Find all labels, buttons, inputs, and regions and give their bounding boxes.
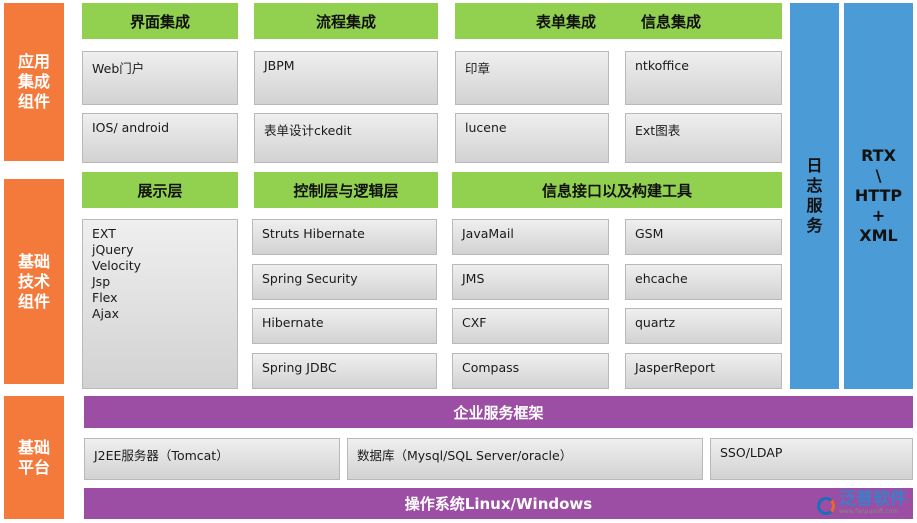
- box-j2ee-server: J2EE服务器（Tomcat）: [84, 438, 340, 480]
- logo-url: www.fanpusoft.com: [839, 508, 899, 515]
- list-item: Flex: [92, 290, 118, 305]
- side-label-app-integration: 应用 集成 组件: [4, 3, 64, 161]
- bar-operating-system: 操作系统Linux/Windows: [84, 488, 913, 519]
- box-ntkoffice: ntkoffice: [625, 51, 782, 105]
- list-item: Ajax: [92, 306, 120, 321]
- box-spring-security: Spring Security: [252, 264, 437, 300]
- box-ios-android: IOS/ android: [82, 113, 238, 163]
- box-ehcache: ehcache: [625, 264, 782, 300]
- box-form-designer: 表单设计ckedit: [254, 113, 438, 163]
- box-cxf: CXF: [452, 308, 609, 344]
- box-struts-hibernate: Struts Hibernate: [252, 219, 437, 255]
- box-sso-ldap: SSO/LDAP: [710, 438, 913, 480]
- box-database: 数据库（Mysql/SQL Server/oracle）: [347, 438, 703, 480]
- list-item: EXT: [92, 226, 116, 241]
- header-info-interface: 信息接口以及构建工具: [452, 172, 782, 208]
- list-item: jQuery: [92, 242, 134, 257]
- bar-enterprise-service-framework: 企业服务框架: [84, 396, 913, 428]
- box-gsm: GSM: [625, 219, 782, 255]
- box-jasperreport: JasperReport: [625, 353, 782, 389]
- list-item: Velocity: [92, 258, 142, 273]
- header-ui-integration: 界面集成: [82, 3, 238, 39]
- box-quartz: quartz: [625, 308, 782, 344]
- box-ext-chart: Ext图表: [625, 113, 782, 163]
- column-rtx-http-xml: RTX \ HTTP + XML: [844, 3, 913, 389]
- box-web-portal: Web门户: [82, 51, 238, 105]
- box-seal: 印章: [455, 51, 609, 105]
- header-form-info-integration: 表单集成 信息集成: [455, 3, 782, 39]
- box-hibernate: Hibernate: [252, 308, 437, 344]
- fanpu-logo: 泛普软件 www.fanpusoft.com: [817, 490, 907, 515]
- box-compass: Compass: [452, 353, 609, 389]
- box-lucene: lucene: [455, 113, 609, 163]
- box-jbpm: JBPM: [254, 51, 438, 105]
- header-process-integration: 流程集成: [254, 3, 438, 39]
- column-log-service: 日 志 服 务: [790, 3, 839, 389]
- header-presentation-layer: 展示层: [82, 172, 238, 208]
- box-presentation-tech-list: EXT jQuery Velocity Jsp Flex Ajax: [82, 219, 238, 389]
- box-javamail: JavaMail: [452, 219, 609, 255]
- side-label-basic-platform: 基础 平台: [4, 396, 64, 519]
- list-item: Jsp: [92, 274, 111, 289]
- header-control-logic-layer: 控制层与逻辑层: [254, 172, 438, 208]
- logo-name: 泛普软件: [839, 489, 907, 509]
- logo-mark-icon: [817, 497, 835, 515]
- box-jms: JMS: [452, 264, 609, 300]
- box-spring-jdbc: Spring JDBC: [252, 353, 437, 389]
- side-label-basic-tech: 基础 技术 组件: [4, 179, 64, 384]
